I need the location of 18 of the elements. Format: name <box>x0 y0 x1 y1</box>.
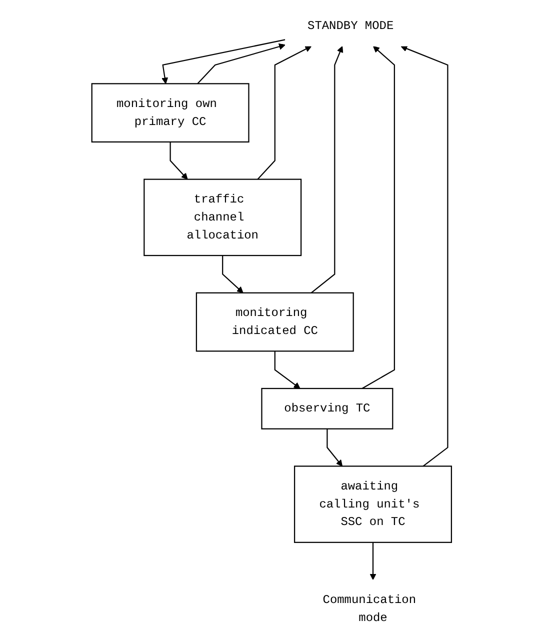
node-box: observing TC <box>262 388 394 430</box>
arrow <box>362 46 396 389</box>
node-box: awaiting calling unit's SSC on TC <box>294 466 452 543</box>
arrow <box>274 351 301 389</box>
arrow <box>222 256 244 294</box>
arrow <box>326 428 343 466</box>
arrow <box>162 39 286 84</box>
arrow <box>311 46 344 294</box>
node-text: STANDBY MODE <box>308 19 394 33</box>
node-box: monitoring own primary CC <box>92 83 250 142</box>
node-text: Communication mode <box>323 593 416 625</box>
node-box: monitoring indicated CC <box>196 292 354 352</box>
arrow <box>170 142 188 180</box>
arrow <box>198 43 286 84</box>
node-box: traffic channel allocation <box>144 178 302 256</box>
arrow <box>401 45 449 467</box>
arrow <box>370 542 377 580</box>
arrow <box>258 46 312 180</box>
